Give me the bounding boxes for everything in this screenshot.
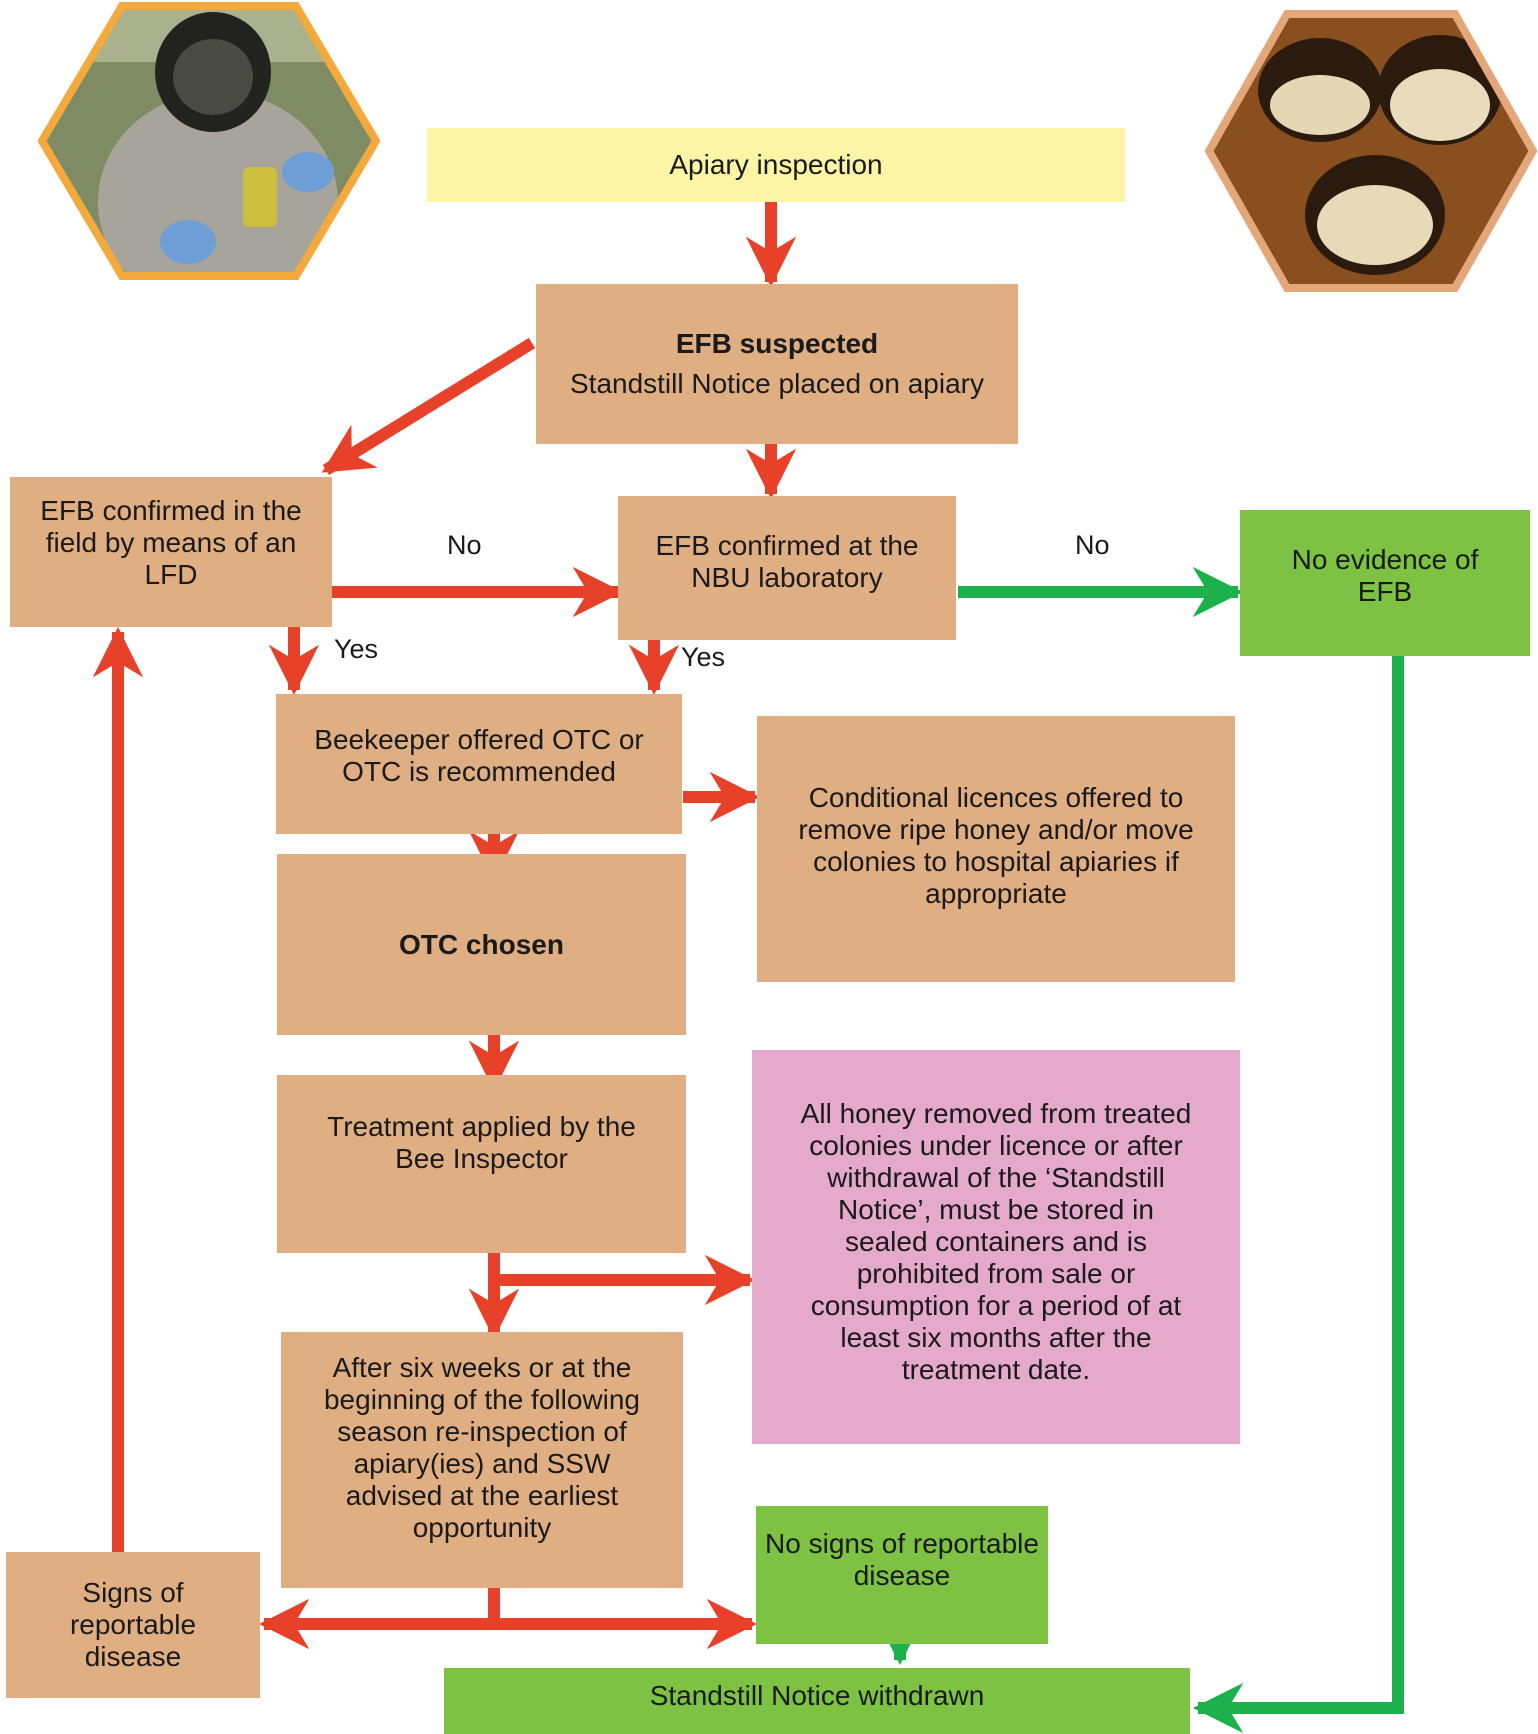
standstill-withdrawn-text: Standstill Notice withdrawn [649, 1680, 985, 1711]
efb-field-box: EFB confirmed in the field by means of a… [10, 477, 332, 627]
otc-chosen-box: OTC chosen [277, 854, 686, 1035]
efb-nbu-text: EFB confirmed at the NBU laboratory [655, 530, 919, 593]
no-evidence-box: No evidence of EFB [1240, 510, 1530, 656]
reinspection-box: After six weeks or at the beginning of t… [281, 1332, 683, 1588]
efb-suspected-title: EFB suspected [675, 328, 879, 359]
efb-suspected-box: EFB suspected Standstill Notice placed o… [536, 284, 1018, 444]
signs-reportable-box: Signs of reportable disease [6, 1552, 260, 1698]
efb-field-text: EFB confirmed in the field by means of a… [40, 495, 302, 590]
reinspection-text: After six weeks or at the beginning of t… [323, 1352, 640, 1543]
treatment-applied-text: Treatment applied by the Bee Inspector [327, 1111, 636, 1174]
edge-label-yes-field: Yes [334, 634, 379, 664]
honey-removed-text: All honey removed from treated colonies … [800, 1098, 1192, 1385]
no-signs-reportable-text: No signs of reportable disease [765, 1528, 1039, 1591]
treatment-applied-box: Treatment applied by the Bee Inspector [277, 1075, 686, 1253]
arrow-no-evidence-to-withdrawn [1192, 654, 1404, 1734]
no-signs-reportable-box: No signs of reportable disease [756, 1506, 1048, 1644]
beekeeper-photo [38, 2, 380, 280]
beekeeper-offered-text: Beekeeper offered OTC or OTC is recommen… [314, 724, 644, 787]
no-evidence-text: No evidence of EFB [1291, 544, 1479, 607]
apiary-inspection-text: Apiary inspection [669, 149, 883, 180]
efb-suspected-subtitle: Standstill Notice placed on apiary [569, 368, 984, 399]
signs-reportable-text: Signs of reportable disease [69, 1577, 197, 1672]
edge-label-no-field-to-nbu: No [447, 530, 482, 560]
efb-nbu-box: EFB confirmed at the NBU laboratory [618, 496, 956, 640]
standstill-withdrawn-box: Standstill Notice withdrawn [444, 1668, 1190, 1734]
honeycomb-larvae-photo [1205, 10, 1537, 292]
edge-label-yes-nbu: Yes [681, 642, 726, 672]
conditional-licences-box: Conditional licences offered to remove r… [757, 716, 1235, 982]
honey-removed-box: All honey removed from treated colonies … [752, 1050, 1240, 1444]
apiary-inspection-box: Apiary inspection [427, 128, 1125, 202]
beekeeper-offered-box: Beekeeper offered OTC or OTC is recommen… [276, 694, 682, 834]
otc-chosen-text: OTC chosen [399, 928, 564, 960]
edge-label-no-nbu-to-evidence: No [1075, 530, 1110, 560]
conditional-licences-text: Conditional licences offered to remove r… [798, 782, 1194, 909]
arrow-suspected-to-field [321, 337, 536, 476]
